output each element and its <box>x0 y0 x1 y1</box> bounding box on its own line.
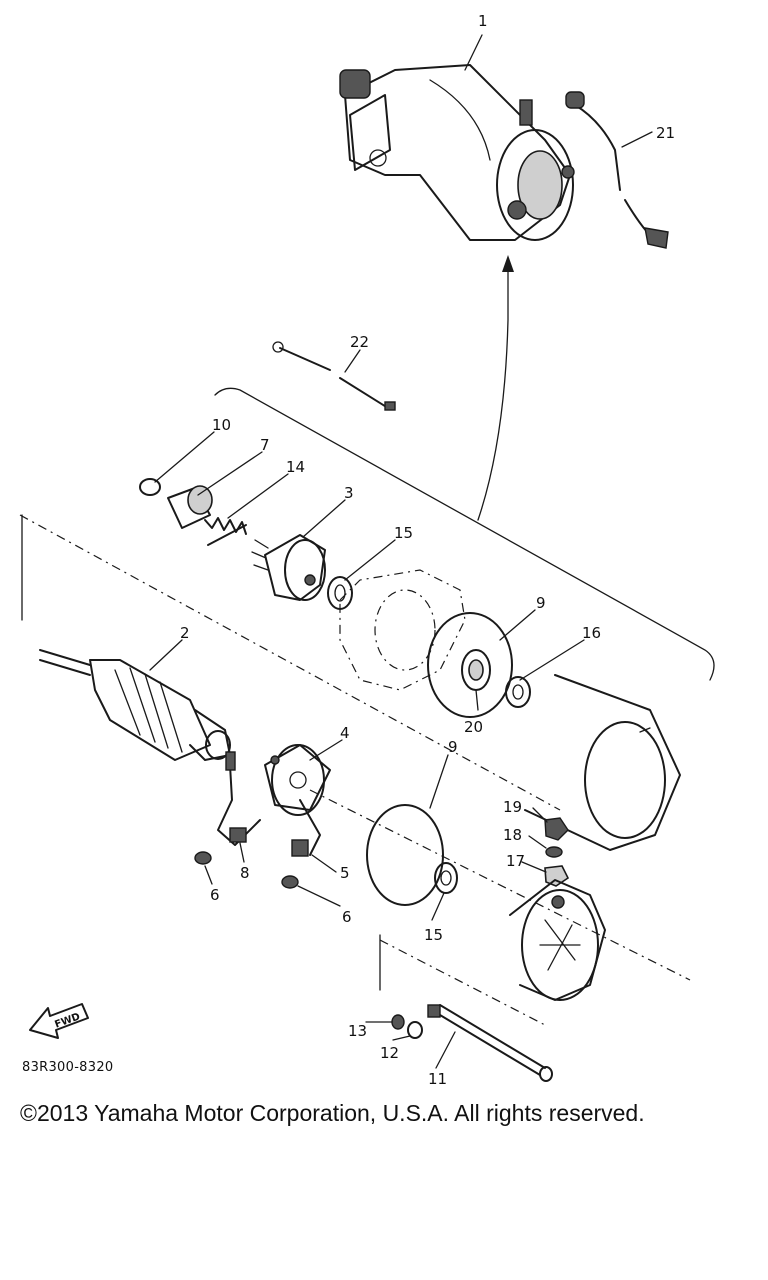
callout-10: 10 <box>212 416 231 434</box>
part-9-o-ring-upper[interactable] <box>427 612 513 718</box>
yoke-housing[interactable] <box>524 674 681 851</box>
callout-7: 7 <box>260 436 270 454</box>
part-9-o-ring-lower[interactable] <box>366 804 444 906</box>
fwd-arrow-icon: FWD <box>29 1003 89 1039</box>
callout-13: 13 <box>348 1022 367 1040</box>
part-13-washer[interactable] <box>391 1014 405 1030</box>
part-21-lead-wire[interactable] <box>565 91 669 249</box>
callout-8: 8 <box>240 864 250 882</box>
callout-21: 21 <box>656 124 675 142</box>
leader-lines <box>149 34 653 1069</box>
part-22-rod[interactable] <box>272 341 396 411</box>
part-3-pinion-gear[interactable] <box>251 534 326 601</box>
front-cover <box>339 569 466 691</box>
callout-11: 11 <box>428 1070 447 1088</box>
part-14-spring[interactable] <box>204 517 247 546</box>
part-18-washer[interactable] <box>545 846 563 858</box>
callout-6-right: 6 <box>342 908 352 926</box>
part-4-brush-plate[interactable] <box>264 744 331 816</box>
part-6-screw-left[interactable] <box>194 851 212 865</box>
callout-4: 4 <box>340 724 350 742</box>
rear-cover[interactable] <box>509 879 606 1001</box>
part-15-washer-lower[interactable] <box>434 862 458 894</box>
callout-15-upper: 15 <box>394 524 413 542</box>
callout-20: 20 <box>464 718 483 736</box>
callout-18: 18 <box>503 826 522 844</box>
copyright-notice: ©2013 Yamaha Motor Corporation, U.S.A. A… <box>20 1100 645 1126</box>
callout-19: 19 <box>503 798 522 816</box>
part-11-through-bolt[interactable] <box>427 1004 553 1082</box>
callout-22: 22 <box>350 333 369 351</box>
part-7-collar[interactable] <box>167 485 213 529</box>
part-12-washer[interactable] <box>407 1021 423 1039</box>
part-1-starter-motor[interactable] <box>339 64 575 241</box>
part-20-bushing[interactable] <box>461 649 491 691</box>
callout-15-lower: 15 <box>424 926 443 944</box>
part-8-brush-lead[interactable] <box>217 751 261 846</box>
callout-2: 2 <box>180 624 190 642</box>
callout-9-upper: 9 <box>536 594 546 612</box>
part-10-circlip[interactable] <box>139 478 161 496</box>
part-19-nut[interactable] <box>544 817 569 841</box>
callout-17: 17 <box>506 852 525 870</box>
diagram-code: 83R300-8320 <box>22 1060 114 1075</box>
callout-1: 1 <box>478 12 488 30</box>
callout-16: 16 <box>582 624 601 642</box>
part-2-armature[interactable] <box>39 649 231 761</box>
part-16-washer[interactable] <box>505 676 531 708</box>
callout-3: 3 <box>344 484 354 502</box>
part-6-screw-right[interactable] <box>281 875 299 889</box>
part-5-brush[interactable] <box>291 799 321 857</box>
callout-5: 5 <box>340 864 350 882</box>
callout-6-left: 6 <box>210 886 220 904</box>
callout-14: 14 <box>286 458 305 476</box>
part-17-washer[interactable] <box>544 865 570 887</box>
callout-12: 12 <box>380 1044 399 1062</box>
callout-9-lower: 9 <box>448 738 458 756</box>
exploded-parts-diagram: 1 21 22 10 7 14 3 15 9 16 2 20 4 9 19 18… <box>19 12 715 1088</box>
